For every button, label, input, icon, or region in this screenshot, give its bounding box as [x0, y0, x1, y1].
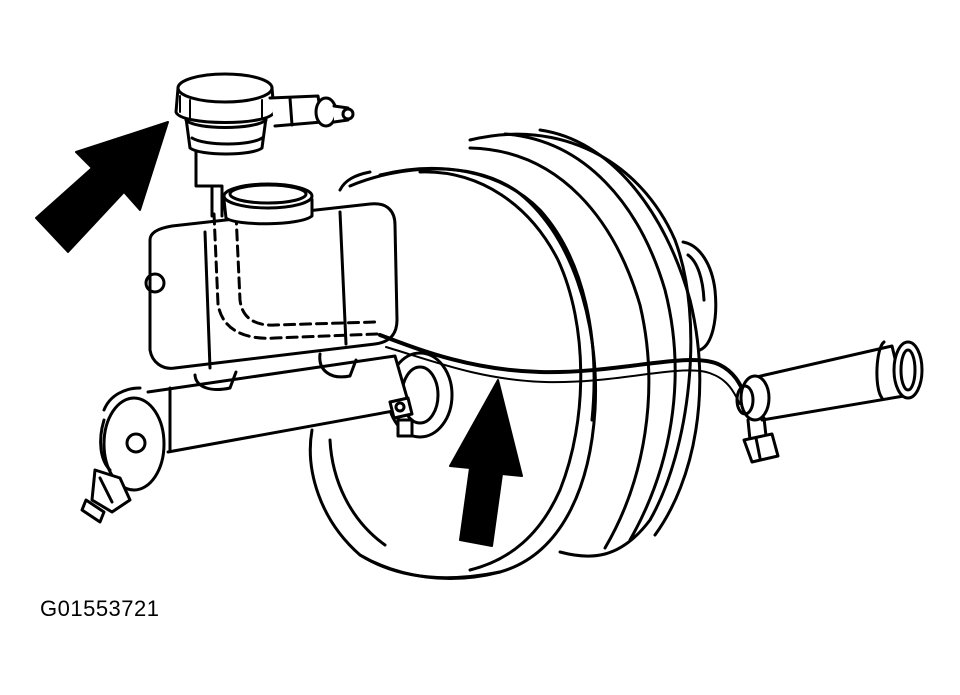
master-cylinder-body [82, 354, 412, 522]
vacuum-hose [380, 335, 748, 404]
booster-rear-rim [540, 130, 700, 535]
internal-line-dashed [236, 214, 375, 325]
fill-cap [224, 184, 312, 224]
figure-id-label: G01553721 [40, 596, 160, 621]
booster-inner-ring [420, 172, 581, 570]
check-valve [737, 342, 922, 462]
arrow-to-booster [450, 380, 522, 546]
booster-rear-shell [470, 134, 691, 556]
booster-top-edge [340, 172, 370, 190]
booster-face-edge [380, 168, 594, 420]
booster-rear-boss-inner [688, 255, 704, 300]
reservoir-cap [176, 74, 353, 216]
vacuum-brake-booster [310, 130, 715, 578]
arrow-to-cap [36, 122, 168, 252]
master-cylinder-reservoir [146, 204, 397, 369]
booster-lower-left [310, 430, 500, 578]
booster-rim-band-1 [505, 134, 675, 540]
booster-rear-boss [683, 242, 716, 350]
booster-rim-band-2 [470, 148, 649, 548]
booster-lower-inner [330, 440, 385, 545]
